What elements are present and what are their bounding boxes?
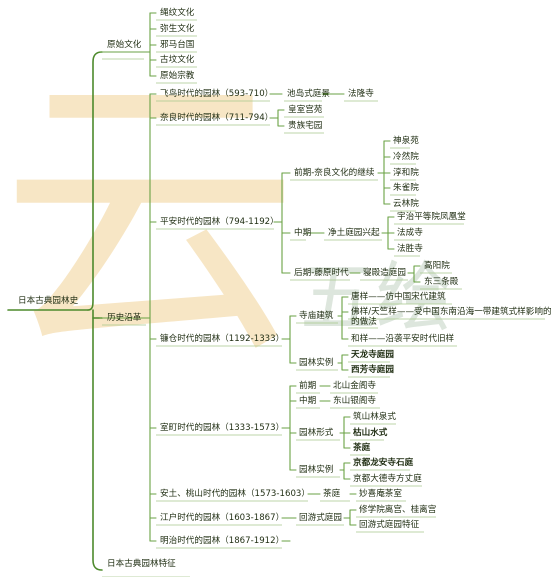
origin-item: 绳纹文化 — [160, 8, 195, 18]
muromachi-cases: 园林实例 — [299, 465, 334, 475]
heian-late-item: 高阳院 — [424, 261, 450, 271]
heian-mid-item: 法胜寺 — [397, 244, 423, 254]
kamakura-temple-item-wrap: 的做法 — [351, 317, 377, 327]
muromachi-early-item: 北山金阁寺 — [333, 381, 376, 391]
kamakura-temple-item: 唐样——仿中国宋代建筑 — [351, 292, 446, 302]
period-meiji: 明治时代的园林（1867-1912） — [160, 536, 285, 546]
heian-early: 前期-奈良文化的继续 — [294, 168, 375, 178]
asuka-detail: 池岛式庭景 — [287, 89, 330, 99]
heian-mid-sub: 净土庭园兴起 — [328, 228, 380, 238]
branch-features: 日本古典园林特征 — [107, 559, 176, 569]
period-kamakura: 镰仓时代的园林（1192-1333） — [160, 334, 285, 344]
muromachi-early: 前期 — [299, 381, 317, 391]
muromachi-forms: 园林形式 — [299, 428, 334, 438]
heian-early-item: 淳和院 — [393, 168, 419, 178]
heian-early-item: 朱雀院 — [393, 183, 419, 193]
heian-late-item: 东三条殿 — [424, 277, 459, 287]
origin-item: 原始宗教 — [160, 71, 195, 81]
azuchi-detail: 妙喜庵茶室 — [359, 489, 402, 499]
root-topic: 日本古典园林史 — [18, 296, 79, 306]
asuka-detail: 法隆寺 — [348, 89, 374, 99]
period-azuchi-momoyama: 安土、桃山时代的园林（1573-1603） — [160, 489, 310, 499]
muromachi-form-item: 枯山水式 — [353, 428, 388, 438]
branch-origin-culture: 原始文化 — [107, 40, 142, 50]
kamakura-cases: 园林实例 — [299, 358, 334, 368]
period-heian: 平安时代的园林（794-1192） — [160, 217, 279, 227]
kamakura-temple: 寺庙建筑 — [299, 311, 334, 321]
kamakura-case-item: 天龙寺庭园 — [351, 350, 394, 360]
muromachi-case-item: 京都大德寺方丈庭 — [353, 474, 422, 484]
muromachi-case-item: 京都龙安寺石庭 — [353, 458, 414, 468]
origin-item: 古坟文化 — [160, 55, 195, 65]
muromachi-mid-item: 东山银阁寺 — [333, 396, 376, 406]
kamakura-case-item: 西芳寺庭园 — [351, 365, 394, 375]
branch-history: 历史沿革 — [107, 313, 142, 323]
period-nara: 奈良时代的园林（711-794） — [160, 113, 274, 123]
heian-mid-item: 法成寺 — [397, 228, 423, 238]
heian-early-item: 冷然院 — [393, 152, 419, 162]
heian-early-item: 云林院 — [393, 199, 419, 209]
heian-mid: 中期 — [294, 228, 312, 238]
origin-item: 弥生文化 — [160, 24, 195, 34]
heian-late: 后期-藤原时代 — [294, 268, 349, 278]
edo-item: 回游式庭园特征 — [359, 520, 420, 530]
origin-item: 邪马台国 — [160, 40, 195, 50]
edo-detail: 回游式庭园 — [299, 513, 342, 523]
muromachi-mid: 中期 — [299, 396, 317, 406]
period-edo: 江户时代的园林（1603-1867） — [160, 513, 285, 523]
period-muromachi: 室町时代的园林（1333-1573） — [160, 423, 285, 433]
watermark-text: 五绘 — [300, 253, 452, 342]
azuchi-detail: 茶庭 — [323, 489, 341, 499]
edo-item: 修学院离宫、桂离宫 — [359, 505, 437, 515]
kamakura-temple-item: 佛样/天竺样——受中国东南沿海一带建筑式样影响的 — [351, 307, 552, 317]
heian-early-item: 神泉苑 — [393, 136, 419, 146]
heian-mid-item: 宇治平等院凤凰堂 — [397, 212, 466, 222]
muromachi-form-item: 茶庭 — [353, 443, 371, 453]
nara-detail: 贵族宅园 — [288, 121, 323, 131]
kamakura-temple-item: 和样——沿袭平安时代旧样 — [351, 334, 455, 344]
nara-detail: 皇室宫苑 — [288, 105, 323, 115]
heian-late-sub: 寝殿造庭园 — [363, 268, 406, 278]
muromachi-form-item: 筑山林泉式 — [353, 412, 396, 422]
period-asuka: 飞鸟时代的园林（593-710） — [160, 89, 274, 99]
